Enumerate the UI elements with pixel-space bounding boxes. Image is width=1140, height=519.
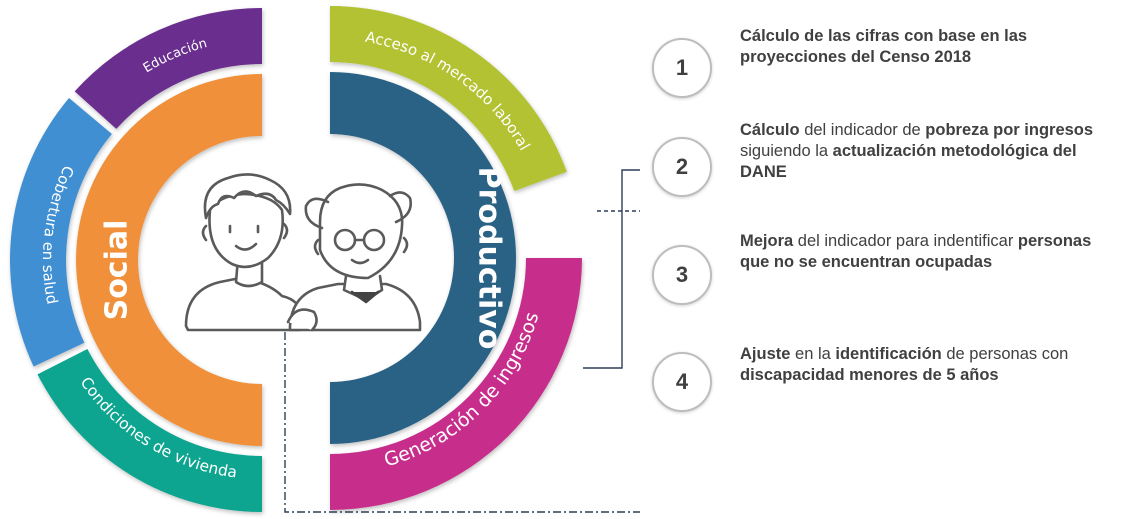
step-number-circle: 2 <box>652 137 712 197</box>
segment-acceso-mercado-laboral <box>330 5 567 191</box>
step-text-run: del indicador de <box>799 121 926 139</box>
step-text-run: en la <box>790 345 836 363</box>
step-1-text: Cálculo de las cifras con base en las pr… <box>740 26 1120 68</box>
steps-list: 1 Cálculo de las cifras con base en las … <box>640 0 1140 519</box>
step-3-text: Mejora del indicador para indentificar p… <box>740 231 1120 273</box>
segment-educacion <box>74 8 262 129</box>
step-number-circle: 1 <box>652 38 712 98</box>
step-text-run: pobreza por ingresos <box>925 121 1094 139</box>
step-2-text: Cálculo del indicador de pobreza por ing… <box>740 120 1120 183</box>
connector-3 <box>597 210 640 212</box>
productivo-arc <box>330 72 516 444</box>
step-text-run: discapacidad menores de 5 años <box>740 366 999 384</box>
elderly-couple-icon <box>184 173 422 332</box>
segment-cobertura-salud <box>10 98 112 367</box>
social-label: Social <box>100 220 135 321</box>
step-4-text: Ajuste en la identificación de personas … <box>740 344 1120 386</box>
segment-generacion-ingresos <box>330 258 582 510</box>
social-arc <box>76 74 262 446</box>
connector-lines <box>284 169 640 513</box>
step-text-run: de personas con <box>941 345 1069 363</box>
step-number-circle: 4 <box>652 352 712 412</box>
step-text-run: Cálculo de las cifras con base en las pr… <box>740 27 1028 66</box>
step-text-run: Ajuste <box>740 345 791 363</box>
connector-2 <box>583 169 640 369</box>
step-text-run: personas que no se encuentran ocupadas <box>740 232 1092 271</box>
segment-condiciones-vivienda <box>37 349 262 512</box>
connector-4 <box>284 332 640 513</box>
step-text-run: del indicador para indentificar <box>793 232 1018 250</box>
productivo-label: Productivo <box>472 167 507 350</box>
step-text-run: identificación <box>835 345 942 363</box>
dimensions-diagram: Educación Cobertura en salud Condiciones… <box>10 5 640 513</box>
step-text-run: actualización metodológica del DANE <box>740 142 1077 181</box>
step-text-run: siguiendo la <box>740 142 833 160</box>
step-text-run: Mejora <box>740 232 794 250</box>
step-text-run: Cálculo <box>740 121 800 139</box>
step-number-circle: 3 <box>652 245 712 305</box>
